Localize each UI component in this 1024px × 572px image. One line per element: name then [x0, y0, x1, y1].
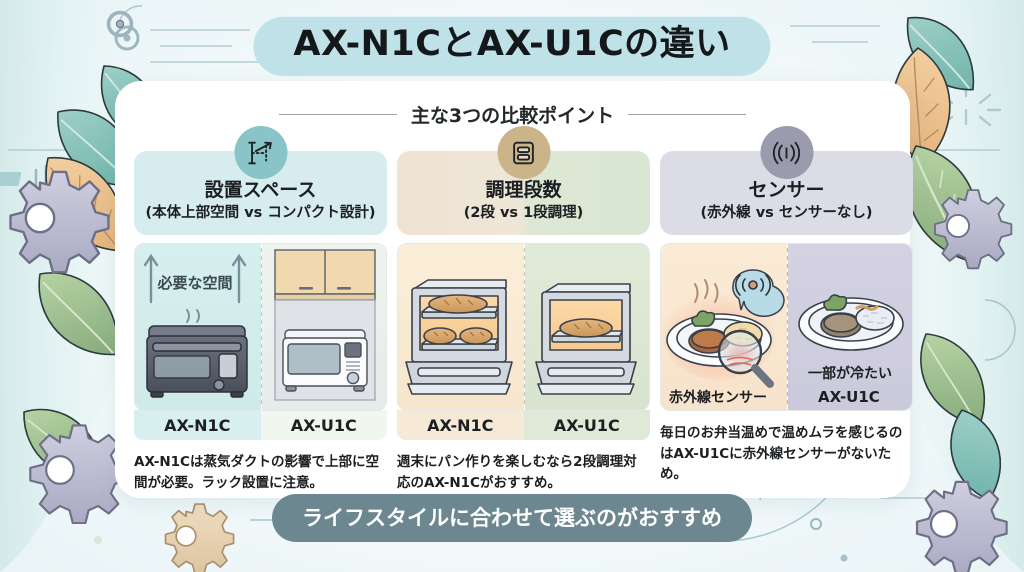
required-space-label: 必要な空間 [156, 274, 232, 292]
model-label-left: AX-N1C [134, 410, 261, 440]
column-caption: 毎日のお弁当温めで温めムラを感じるのはAX-U1Cに赤外線センサーがないため。 [660, 425, 903, 483]
model-label-strip: AX-N1C AX-U1C [397, 410, 650, 440]
column-installation-space: 設置スペース (本体上部空間 vs コンパクト設計) [134, 126, 387, 493]
column-subtitle: (赤外線 vs センサーなし) [700, 204, 873, 221]
column-subtitle: (本体上部空間 vs コンパクト設計) [145, 204, 376, 221]
column-subtitle: (2段 vs 1段調理) [463, 204, 584, 221]
model-label-right: AX-U1C [260, 410, 387, 440]
cold-spot-label: 一部が冷たい [808, 365, 892, 382]
model-label-right: AX-U1C [523, 410, 650, 440]
column-header: センサー (赤外線 vs センサーなし) [660, 126, 913, 235]
subtitle-text: 主な3つの比較ポイント [410, 105, 615, 127]
column-caption: AX-N1Cは蒸気ダクトの影響で上部に空間が必要。ラック設置に注意。 [134, 454, 379, 491]
column-title: 設置スペース [204, 179, 317, 201]
gear-icon [9, 10, 1013, 572]
column-cooking-tiers: 調理段数 (2段 vs 1段調理) [397, 126, 650, 493]
infrared-sensor-label: 赤外線センサー [668, 389, 767, 406]
page-title: AX-N1CとAX-U1Cの違い [293, 24, 731, 64]
column-sensor: センサー (赤外線 vs センサーなし) [660, 126, 913, 493]
footer-banner: ライフスタイルに合わせて選ぶのがおすすめ [272, 494, 752, 542]
sensor-wave-icon [760, 126, 813, 179]
model-label-left: AX-N1C [397, 410, 524, 440]
comparison-columns: 設置スペース (本体上部空間 vs コンパクト設計) [132, 126, 913, 493]
dimension-arrow-icon [234, 126, 287, 179]
illustration-installation-space: 必要な空間 [134, 243, 387, 411]
column-title: センサー [748, 179, 825, 201]
subtitle-rule-left [278, 114, 397, 115]
subtitle-rule-right [628, 114, 747, 115]
footer-text: ライフスタイルに合わせて選ぶのがおすすめ [302, 506, 722, 530]
illustration-sensor: 赤外線センサー [660, 243, 913, 411]
column-header: 設置スペース (本体上部空間 vs コンパクト設計) [134, 126, 387, 235]
subtitle-row: 主な3つの比較ポイント [132, 101, 893, 128]
illustration-cooking-tiers [397, 243, 650, 411]
column-header: 調理段数 (2段 vs 1段調理) [397, 126, 650, 235]
model-label-strip: AX-N1C AX-U1C [134, 410, 387, 440]
main-title-pill: AX-N1CとAX-U1Cの違い [253, 16, 771, 76]
column-title: 調理段数 [485, 179, 562, 201]
comparison-card: 主な3つの比較ポイント [115, 81, 913, 498]
model-label-inline: AX-U1C [818, 388, 880, 406]
column-caption: 週末にパン作りを楽しむなら2段調理対応のAX-N1Cがおすすめ。 [397, 454, 637, 491]
two-tier-rack-icon [497, 126, 550, 179]
